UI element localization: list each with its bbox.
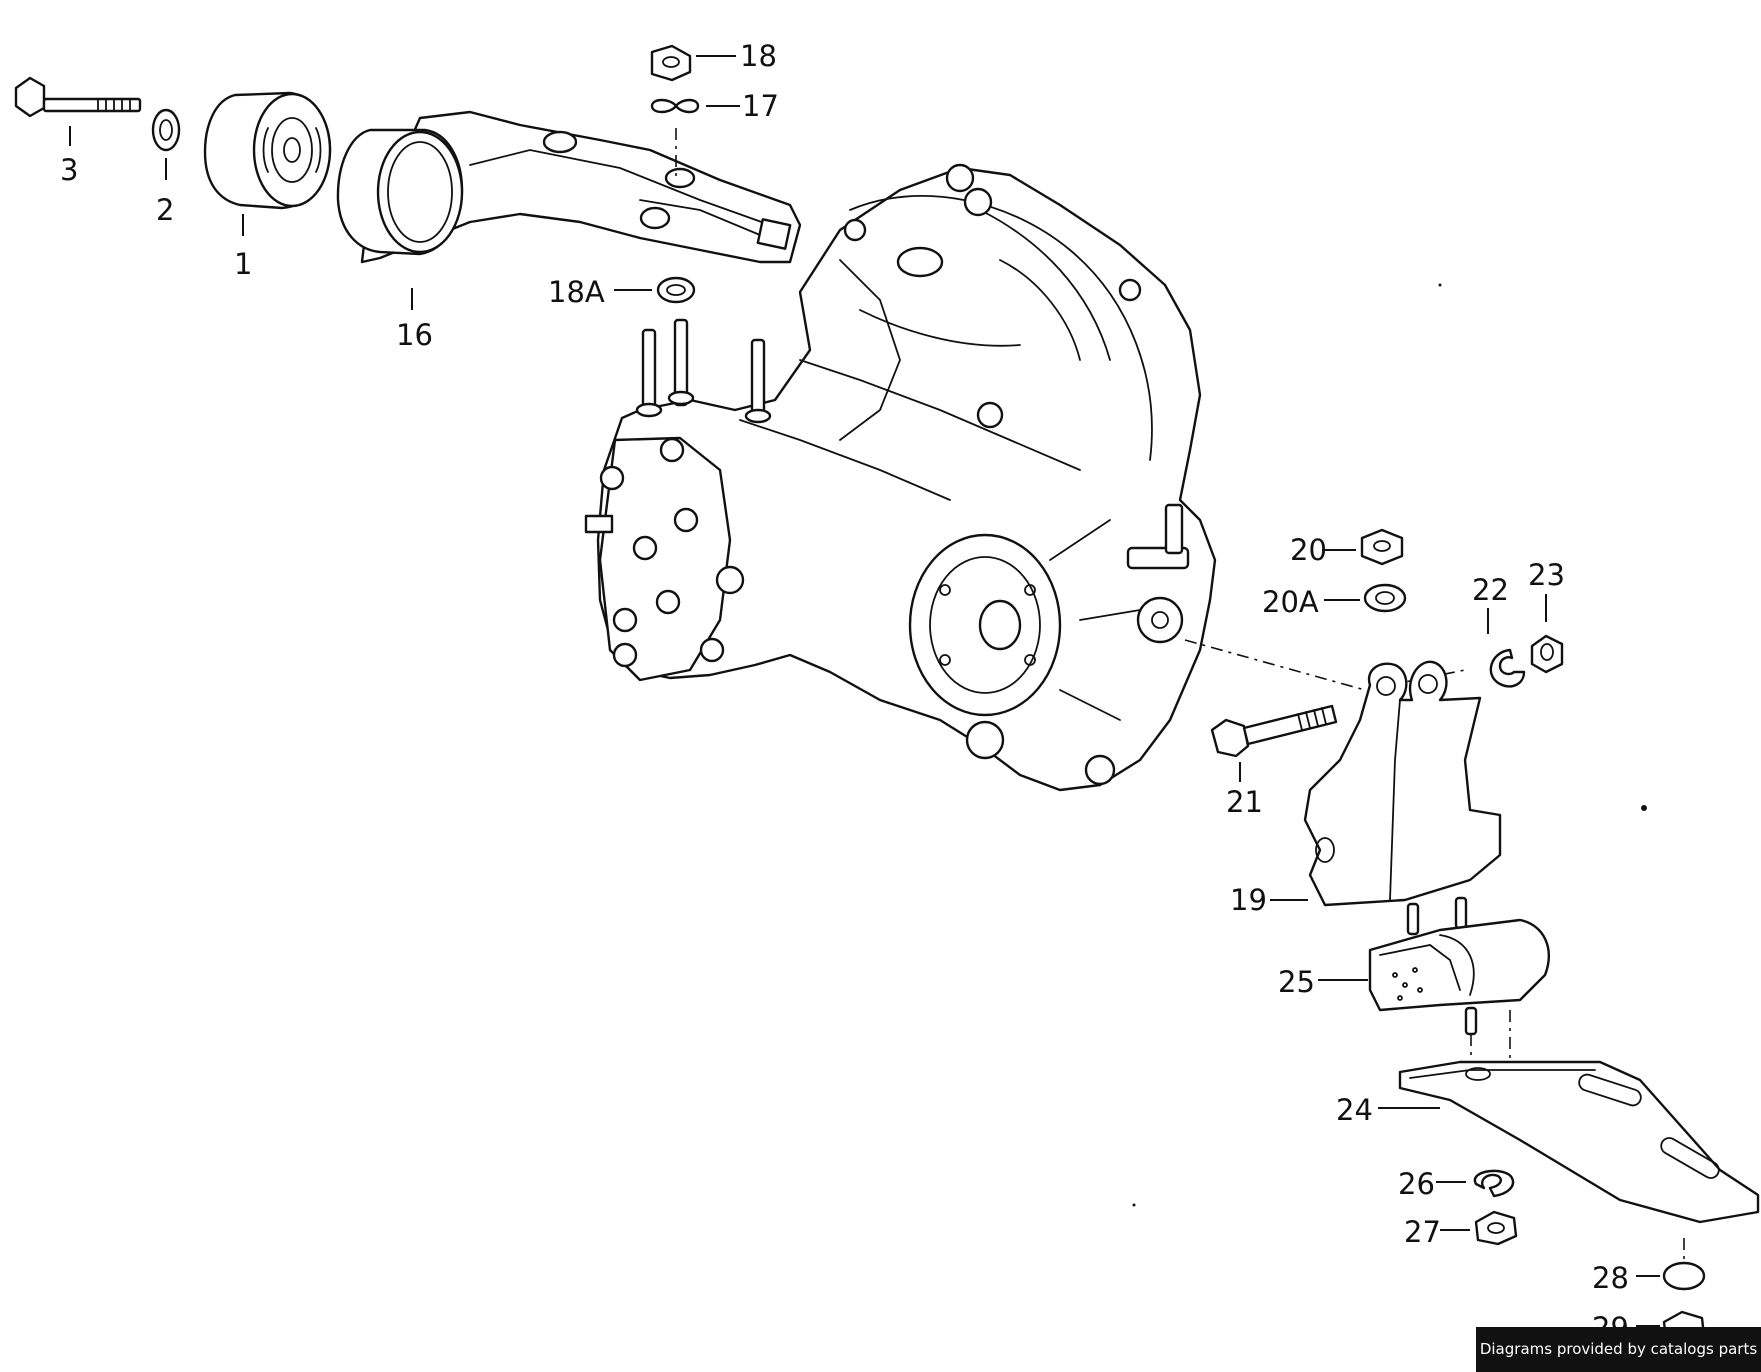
callout-23: 23 [1528,558,1565,592]
catalog-credit-badge: Diagrams provided by catalogs parts [1476,1327,1761,1372]
part-17-lock-washer[interactable] [650,98,740,114]
part-18a-washer[interactable] [614,276,696,304]
part-23-nut[interactable] [1530,594,1564,674]
callout-25: 25 [1278,965,1315,999]
part-26-spring-washer[interactable] [1436,1169,1515,1198]
callout-26: 26 [1398,1167,1435,1201]
callout-18: 18 [740,39,777,73]
part-21-bolt[interactable] [1210,704,1338,782]
callout-16: 16 [396,318,433,352]
callout-22: 22 [1472,573,1509,607]
part-27-nut[interactable] [1440,1210,1518,1246]
callout-27: 27 [1404,1215,1441,1249]
part-25-rubber-mount[interactable] [1318,896,1550,1036]
part-16-mount-arm[interactable] [336,110,802,310]
part-19-bracket[interactable] [1270,660,1502,907]
part-3-bolt[interactable] [14,76,142,146]
callout-18a: 18A [548,275,605,309]
callout-1: 1 [234,247,252,281]
gearbox-housing [584,163,1217,792]
callout-3: 3 [60,153,78,187]
callout-28: 28 [1592,1261,1629,1295]
callout-20a: 20A [1262,585,1319,619]
callout-17: 17 [742,89,779,123]
part-20-nut[interactable] [1322,528,1404,566]
callout-20: 20 [1290,533,1327,567]
part-20a-washer[interactable] [1324,583,1407,613]
callout-21: 21 [1226,785,1263,819]
part-18-nut[interactable] [650,44,736,82]
part-24-plate[interactable] [1378,1060,1760,1224]
callout-24: 24 [1336,1093,1373,1127]
part-22-spring-washer[interactable] [1487,608,1526,688]
callout-2: 2 [156,193,174,227]
part-1-bushing[interactable] [203,91,332,236]
callout-19: 19 [1230,883,1267,917]
part-2-washer[interactable] [151,108,181,180]
part-28-washer[interactable] [1636,1261,1706,1291]
